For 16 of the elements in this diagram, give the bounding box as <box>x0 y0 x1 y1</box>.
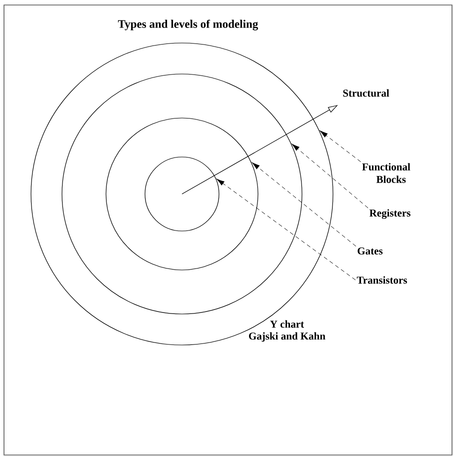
leader-line <box>320 130 362 162</box>
level-label: Registers <box>369 209 410 219</box>
circle <box>144 156 220 232</box>
level-label: Functional Blocks <box>362 163 410 183</box>
caption-text: Y chart <box>270 320 304 328</box>
level-label: Gates <box>358 247 383 255</box>
caption-text: Gajski and Kahn <box>249 332 326 342</box>
axis-label: Structural <box>343 89 390 97</box>
circle <box>106 118 258 270</box>
circle <box>62 74 302 314</box>
circle <box>30 42 334 346</box>
leader-line <box>216 178 356 280</box>
title: Types and levels of modeling <box>118 20 258 30</box>
leader-line <box>292 144 368 208</box>
leader-line <box>252 162 356 247</box>
level-label: Transistors <box>356 276 407 284</box>
